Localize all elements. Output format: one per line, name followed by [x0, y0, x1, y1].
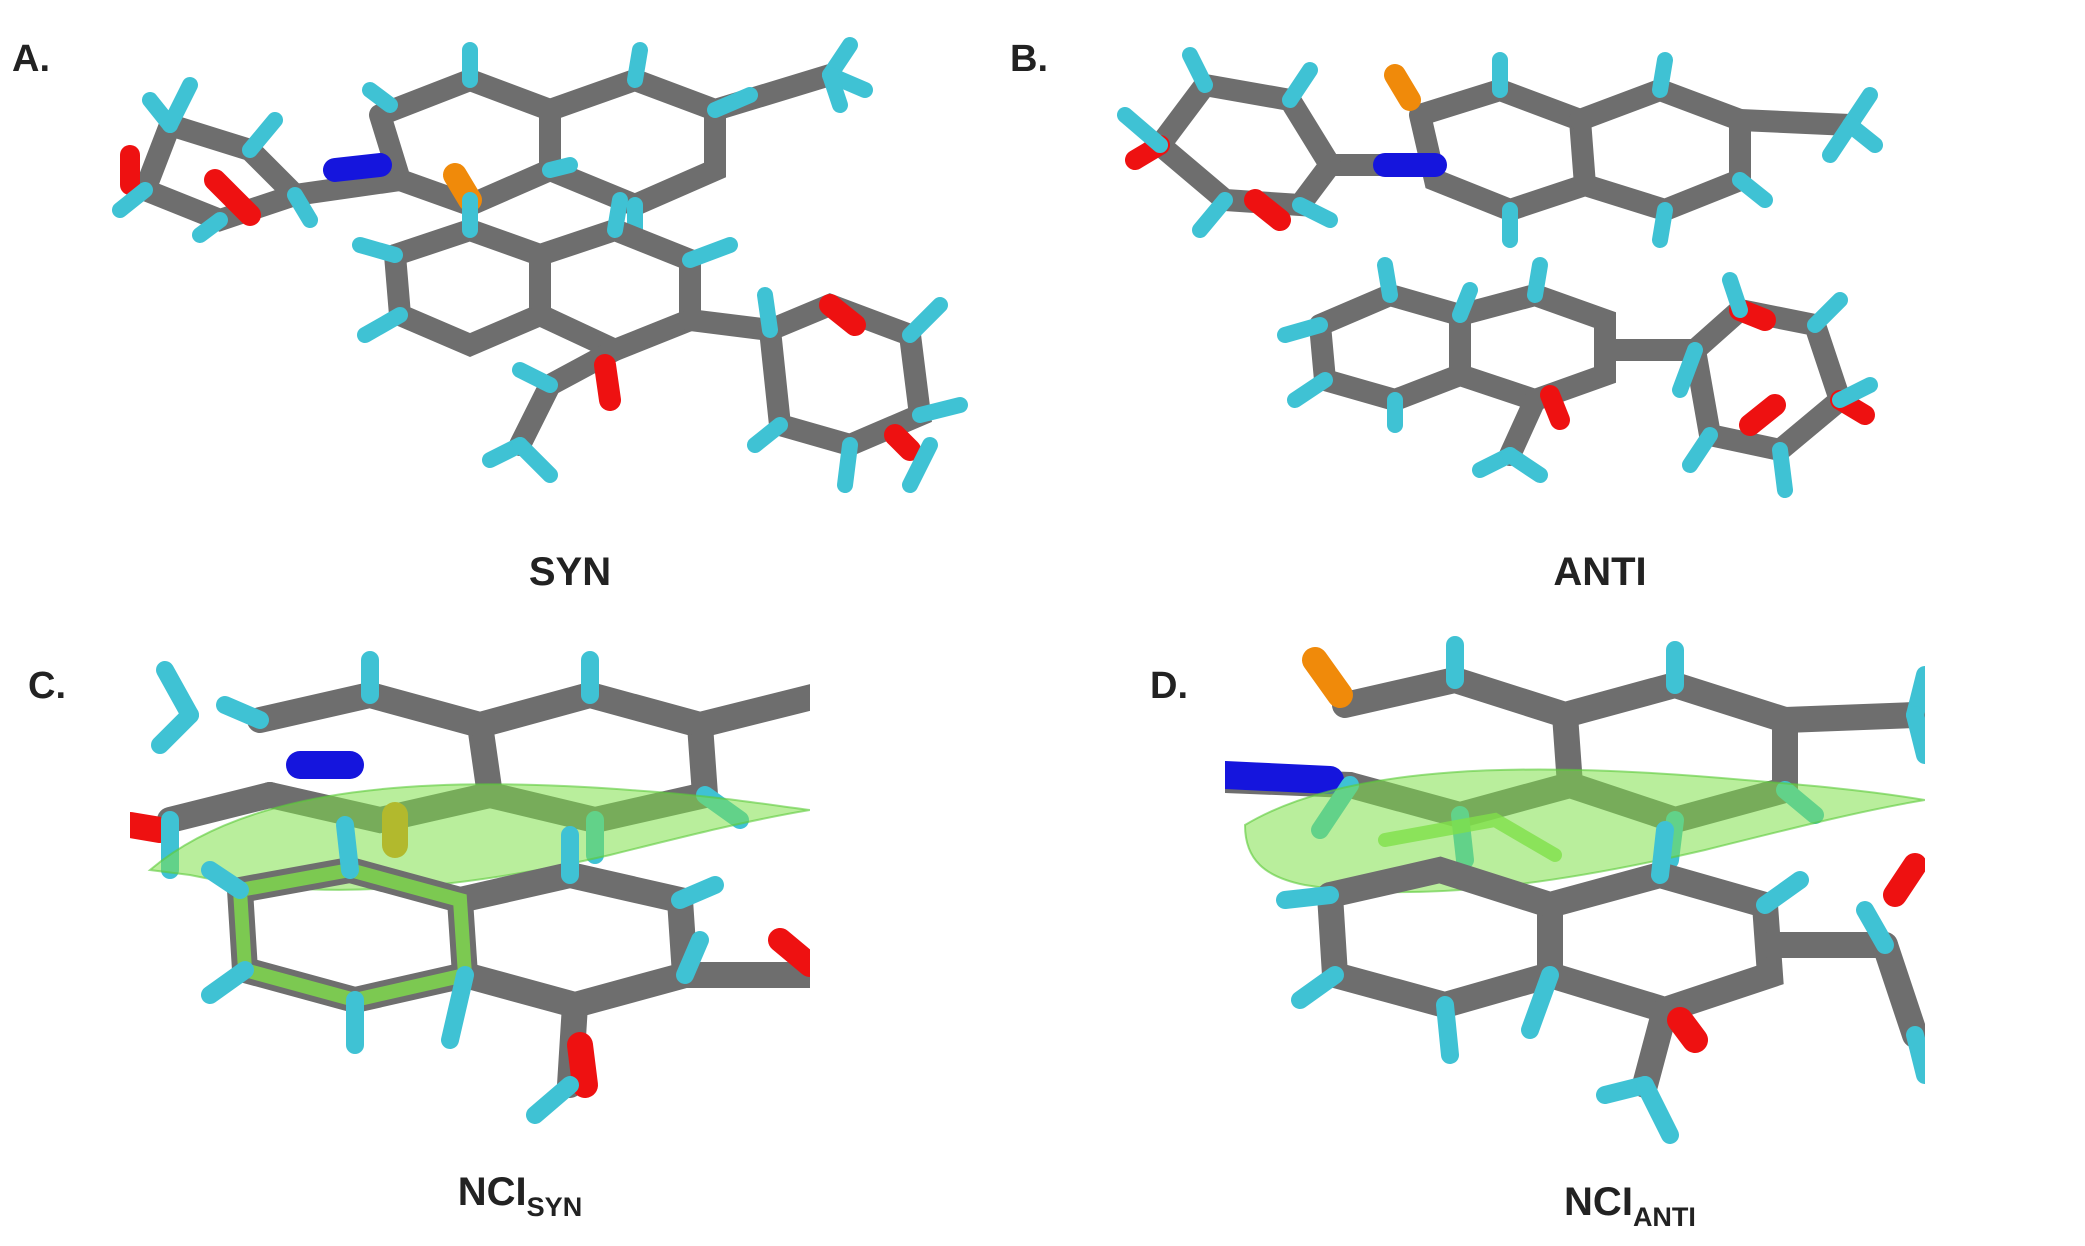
panel-c-nci-syn-image: [130, 651, 810, 1124]
panel-d-caption-main: NCI: [1564, 1180, 1633, 1224]
panel-a-caption: SYN: [528, 550, 612, 594]
panel-b-caption: ANTI: [1553, 550, 1647, 594]
panel-letter-a: A.: [12, 38, 50, 80]
panel-b-anti-molecule-image: [1117, 47, 1883, 498]
panel-letter-c: C.: [28, 665, 66, 707]
panel-c-caption: NCISYN: [400, 1170, 640, 1223]
panel-a-syn-molecule-image: [112, 37, 968, 493]
panel-c-caption-sub: SYN: [526, 1192, 583, 1222]
panel-d-caption: NCIANTI: [1500, 1180, 1760, 1233]
panel-letter-d: D.: [1150, 665, 1188, 707]
panel-c-caption-main: NCI: [457, 1170, 527, 1214]
panel-d-nci-anti-image: [1225, 636, 1925, 1144]
panel-letter-b: B.: [1010, 38, 1048, 80]
panel-d-caption-sub: ANTI: [1632, 1202, 1696, 1232]
